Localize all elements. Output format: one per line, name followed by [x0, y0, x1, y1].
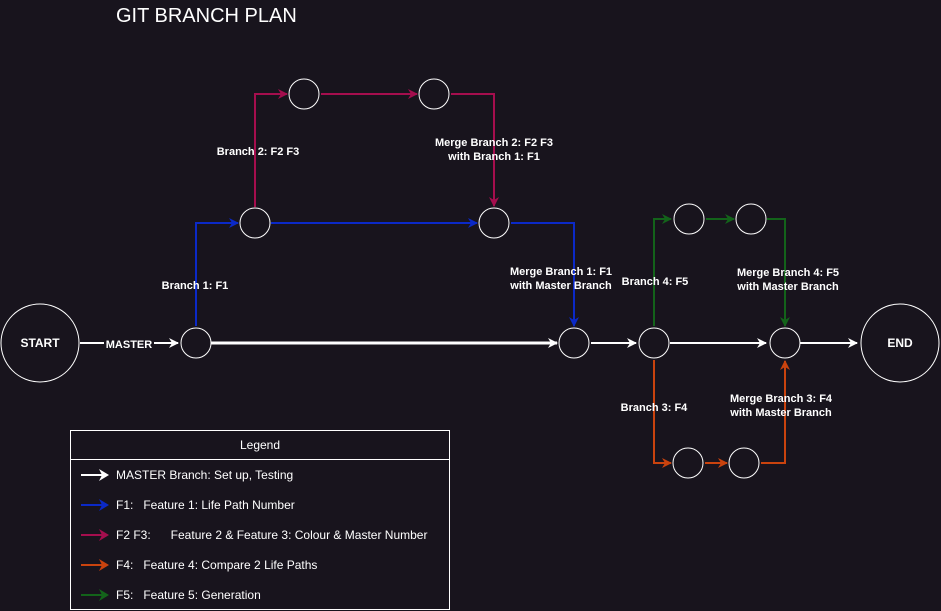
branch-4-f5: [653, 214, 790, 327]
merge-4-label-line1: Merge Branch 4: F5: [737, 267, 839, 279]
legend-label: F2 F3: Feature 2 & Feature 3: Colour & M…: [116, 528, 428, 542]
legend-item-f1: F1: Feature 1: Life Path Number: [71, 490, 449, 520]
master-label: MASTER: [106, 339, 153, 351]
merge-2-label-line2: with Branch 1: F1: [447, 151, 540, 163]
node-master-1: [180, 327, 212, 359]
branch-4-label: Branch 4: F5: [622, 276, 689, 288]
legend-title: Legend: [71, 431, 449, 460]
legend-label: F1: Feature 1: Life Path Number: [116, 498, 295, 512]
commit-nodes: [0, 78, 940, 479]
diagram-title: GIT BRANCH PLAN: [116, 5, 297, 27]
merge-1-label-line2: with Master Branch: [509, 280, 612, 292]
branch-3-label: Branch 3: F4: [621, 402, 689, 414]
branch-2-label: Branch 2: F2 F3: [217, 146, 300, 158]
start-node: [0, 303, 80, 383]
end-node: [860, 303, 940, 383]
branch-3-f4: [653, 360, 790, 468]
merge-3-label-line2: with Master Branch: [729, 407, 832, 419]
branch-1-label: Branch 1: F1: [162, 280, 229, 292]
node-master-4: [769, 327, 801, 359]
node-f2f3-1: [288, 78, 320, 110]
merge-4-label-line2: with Master Branch: [736, 281, 839, 293]
node-f5-2: [735, 203, 767, 235]
legend-label: F5: Feature 5: Generation: [116, 588, 261, 602]
legend-label: MASTER Branch: Set up, Testing: [116, 468, 294, 482]
node-f4-1: [672, 447, 704, 479]
node-f1-2: [478, 207, 510, 239]
arrow-icon: [81, 589, 109, 601]
merge-1-label-line1: Merge Branch 1: F1: [510, 266, 612, 278]
merge-3-label-line1: Merge Branch 3: F4: [730, 393, 833, 405]
arrow-icon: [81, 529, 109, 541]
branch-2-f2f3: [254, 89, 499, 207]
arrow-icon: [81, 499, 109, 511]
node-f4-2: [728, 447, 760, 479]
node-master-2: [558, 327, 590, 359]
node-master-3: [638, 327, 670, 359]
merge-2-label-line1: Merge Branch 2: F2 F3: [435, 137, 553, 149]
legend: Legend MASTER Branch: Set up, Testing F1…: [70, 430, 450, 610]
legend-label: F4: Feature 4: Compare 2 Life Paths: [116, 558, 318, 572]
end-label: END: [887, 336, 913, 350]
legend-item-f2f3: F2 F3: Feature 2 & Feature 3: Colour & M…: [71, 520, 449, 550]
legend-item-f5: F5: Feature 5: Generation: [71, 580, 449, 610]
arrow-icon: [81, 469, 109, 481]
node-f5-1: [673, 203, 705, 235]
node-f1-1: [239, 207, 271, 239]
node-f2f3-2: [418, 78, 450, 110]
branch-1-f1: [195, 218, 579, 327]
legend-item-master: MASTER Branch: Set up, Testing: [71, 460, 449, 490]
legend-item-f4: F4: Feature 4: Compare 2 Life Paths: [71, 550, 449, 580]
arrow-icon: [81, 559, 109, 571]
start-label: START: [20, 336, 60, 350]
